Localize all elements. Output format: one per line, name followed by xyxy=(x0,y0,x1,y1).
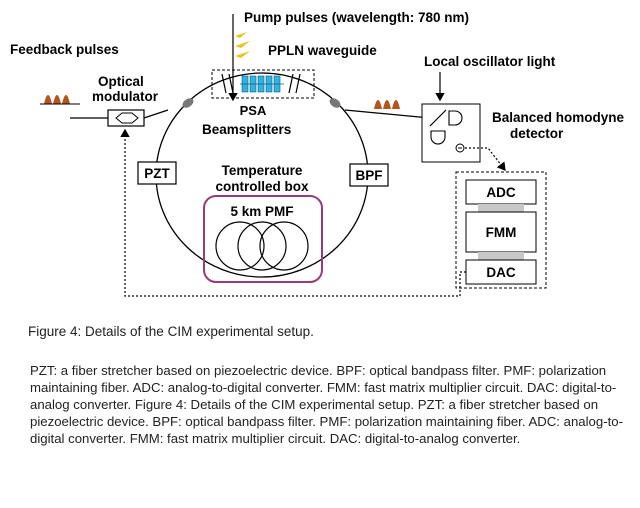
bhd-splitter xyxy=(429,109,447,127)
modulator-icon xyxy=(115,112,139,124)
modulator-to-ring xyxy=(143,109,169,119)
pzt-label: PZT xyxy=(144,166,170,181)
figure-caption: Figure 4: Details of the CIM experimenta… xyxy=(28,324,314,339)
bhd-label-1: Balanced homodyne xyxy=(492,110,625,125)
bpf-box xyxy=(349,163,389,187)
output-fiber xyxy=(344,109,431,119)
beamsplitter-right-icon xyxy=(329,98,341,108)
bpf-label: BPF xyxy=(356,168,383,183)
adc-label: ADC xyxy=(486,185,515,200)
bhd-label-2: detector xyxy=(510,126,564,141)
dac-box xyxy=(465,259,537,285)
temp-label-2: controlled box xyxy=(215,179,308,194)
pmf-label: 5 km PMF xyxy=(230,204,293,219)
detector-signal-line xyxy=(465,147,506,171)
pump-pulses-label: Pump pulses (wavelength: 780 nm) xyxy=(244,10,469,25)
fiber-spool-icon xyxy=(215,221,309,271)
psa-box xyxy=(211,69,315,99)
local-oscillator-label: Local oscillator light xyxy=(424,54,556,69)
photodiode-2-icon xyxy=(430,130,446,145)
adc-fmm-connector xyxy=(478,204,524,212)
cim-setup-diagram: Pump pulses (wavelength: 780 nm) PPLN wa… xyxy=(10,10,625,297)
electronics-box xyxy=(455,171,547,289)
fmm-label: FMM xyxy=(486,225,517,240)
beamsplitter-left-icon xyxy=(182,98,194,108)
feedback-signal-line xyxy=(120,128,466,297)
modulator-label-2: modulator xyxy=(92,89,159,104)
adc-box xyxy=(465,179,537,205)
fmm-dac-connector xyxy=(478,252,524,260)
modulator-label-1: Optical xyxy=(98,74,144,89)
output-pulses-icon xyxy=(374,100,400,109)
psa-label: PSA xyxy=(240,103,267,118)
figure-description: PZT: a fiber stretcher based on piezoele… xyxy=(30,363,623,446)
beamsplitters-label: Beamsplitters xyxy=(202,122,291,137)
pmf-box xyxy=(203,195,323,283)
feedback-pulses-label: Feedback pulses xyxy=(10,42,119,57)
pzt-box xyxy=(137,161,177,185)
temp-label-1: Temperature xyxy=(222,163,303,178)
photodiode-1-icon xyxy=(448,110,463,126)
pump-pulses-icon xyxy=(235,32,250,58)
dac-label: DAC xyxy=(486,265,515,280)
feedback-pulses-icon xyxy=(44,95,70,104)
ppln-label: PPLN waveguide xyxy=(268,43,377,58)
